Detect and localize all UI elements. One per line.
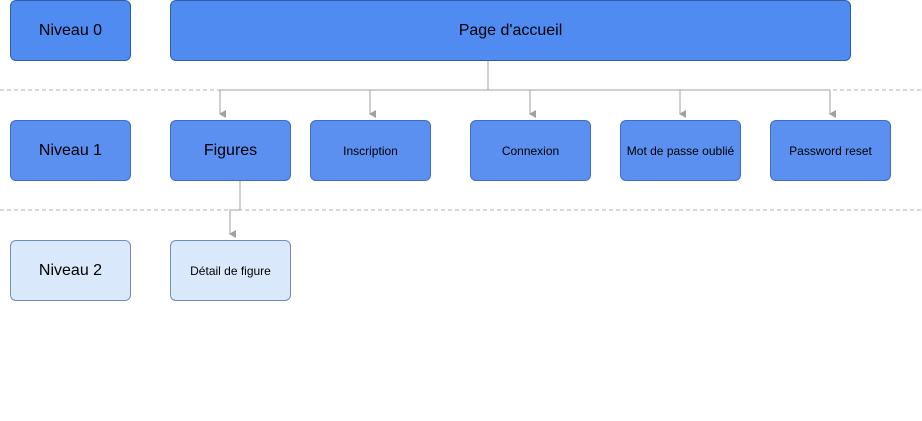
node-connexion: Connexion [470,120,591,181]
node-figure-detail: Détail de figure [170,240,291,301]
connector-figures-to-detail [229,181,241,238]
level-1-label: Niveau 1 [10,120,131,181]
node-home-page: Page d'accueil [170,0,851,61]
level-0-label: Niveau 0 [10,0,131,61]
node-password-reset: Password reset [770,120,891,181]
node-forgot-password: Mot de passe oublié [620,120,741,181]
node-figures: Figures [170,120,291,181]
node-inscription: Inscription [310,120,431,181]
level-2-label: Niveau 2 [10,240,131,301]
